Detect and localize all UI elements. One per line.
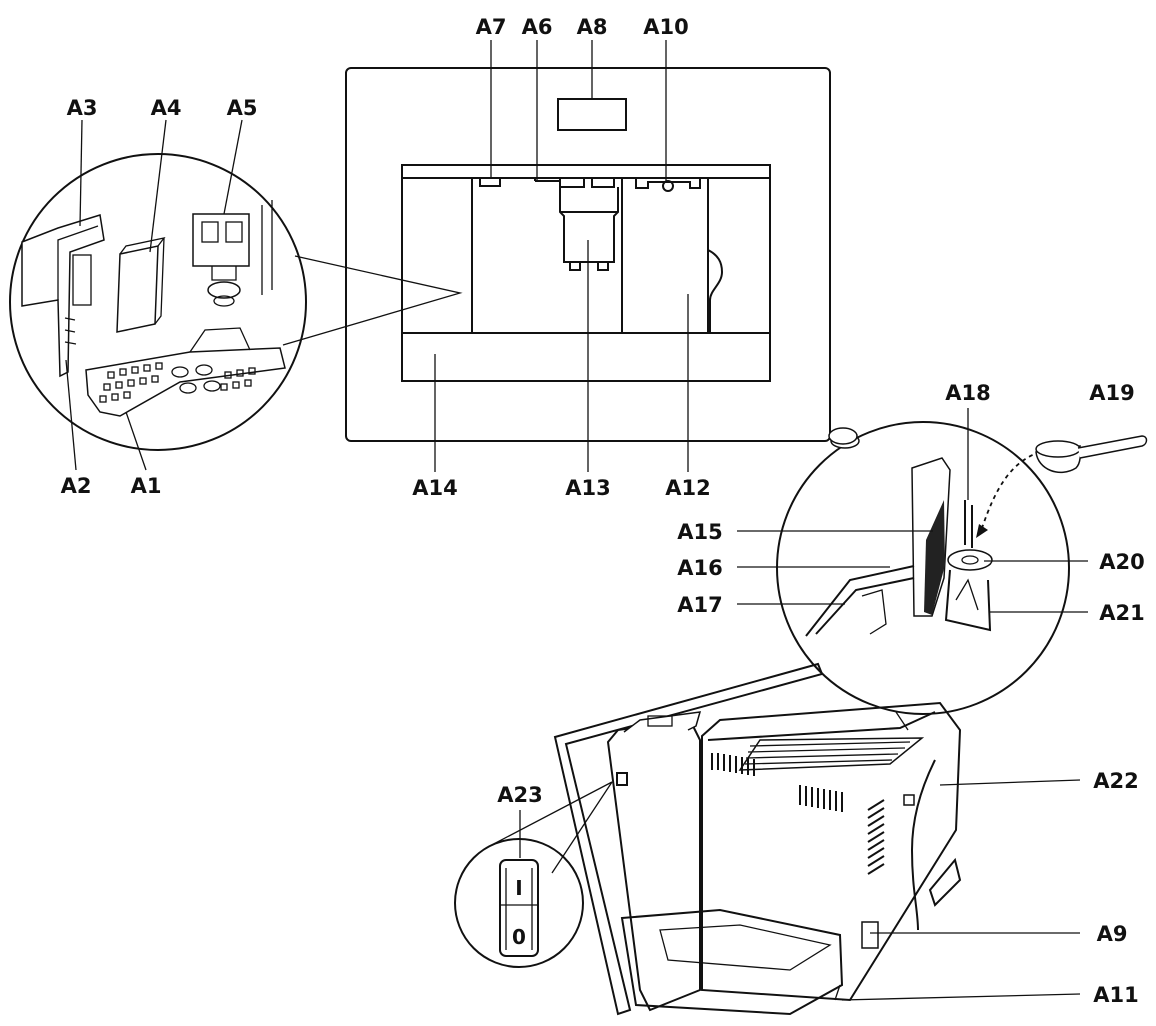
callout-a23: A23: [497, 783, 542, 807]
a4-part: [116, 245, 159, 333]
front-vents: [711, 753, 843, 812]
callout-a16: A16: [677, 556, 722, 580]
callout-a8: A8: [577, 15, 608, 39]
power-switch: [499, 859, 539, 957]
display-window: [557, 98, 627, 131]
callout-a18: A18: [945, 381, 990, 405]
grid-holes: [99, 362, 256, 403]
machine-body: [701, 701, 962, 1002]
callout-a11: A11: [1093, 983, 1138, 1007]
side-vents: [867, 799, 885, 875]
callout-a2: A2: [61, 474, 92, 498]
callout-a5: A5: [227, 96, 258, 120]
a23-side-switch: [616, 772, 628, 786]
callout-a7: A7: [476, 15, 507, 39]
callout-a10: A10: [643, 15, 688, 39]
callout-a13: A13: [565, 476, 610, 500]
left-magnifier-circle: [9, 153, 307, 451]
power-cable: [910, 759, 936, 931]
callout-a1: A1: [131, 474, 162, 498]
callout-a6: A6: [522, 15, 553, 39]
a20-opening: [947, 549, 993, 571]
switch-off-symbol: 0: [512, 925, 526, 949]
top-magnifier-circle: [776, 421, 1070, 715]
door-frame: [553, 662, 824, 1016]
top-grid-dots: [744, 741, 911, 765]
callout-a20: A20: [1099, 550, 1144, 574]
power-switch-detail: I 0: [454, 781, 613, 968]
scoop-arrow: [981, 451, 1041, 529]
callout-a12: A12: [665, 476, 710, 500]
callout-a14: A14: [412, 476, 457, 500]
left-detail-magnifier: [9, 153, 463, 451]
coffee-spout: [559, 187, 619, 263]
a10-part: [662, 180, 674, 192]
side-door-edge: [707, 178, 724, 333]
top-grid: [738, 737, 925, 771]
a1-drip-grid: [85, 347, 286, 417]
machine-side-view: [553, 662, 962, 1016]
callout-a9: A9: [1097, 922, 1128, 946]
switch-magnifier-circle: [454, 838, 584, 968]
top-detail-magnifier: [776, 421, 1148, 731]
switch-on-symbol: I: [515, 876, 522, 900]
callout-labels: A3 A4 A5 A2 A1 A7 A6 A8 A10 A14 A13 A12 …: [61, 15, 1145, 1007]
callout-a15: A15: [677, 520, 722, 544]
callout-a4: A4: [151, 96, 182, 120]
callout-a3: A3: [67, 96, 98, 120]
callout-a17: A17: [677, 593, 722, 617]
callout-a19: A19: [1089, 381, 1134, 405]
front-recess: [401, 164, 771, 382]
leader-lines: [65, 40, 1088, 1001]
callout-a22: A22: [1093, 769, 1138, 793]
callout-a21: A21: [1099, 601, 1144, 625]
water-tray: [620, 908, 844, 1016]
a9-connector: [861, 921, 879, 949]
a7-part: [479, 177, 501, 187]
top-control-block: [623, 711, 702, 733]
